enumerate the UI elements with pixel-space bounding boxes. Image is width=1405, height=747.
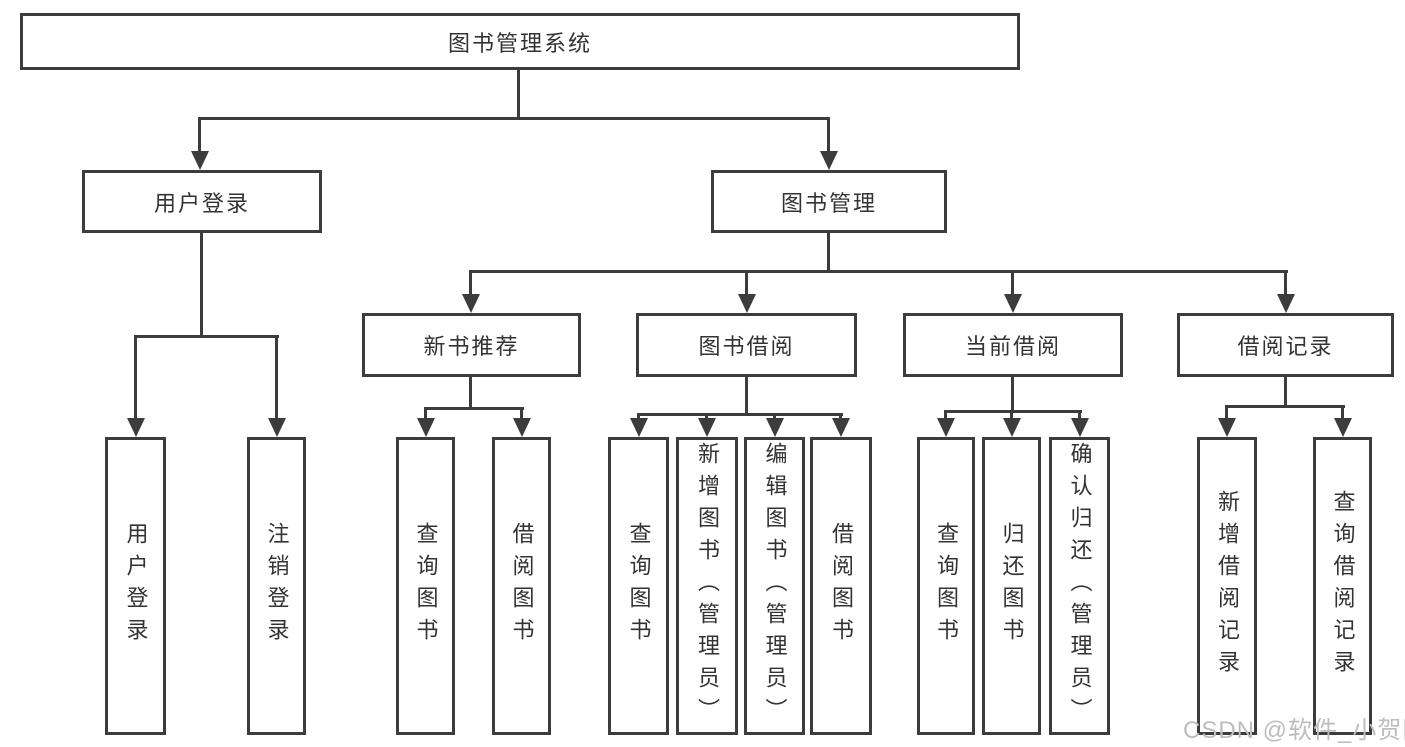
node-label: 确认归还（管理员） <box>1067 442 1093 730</box>
edge-to-bb-add <box>705 413 708 418</box>
edge-to-cb-confirm <box>1078 410 1081 418</box>
edge-to-br-query <box>1341 405 1344 418</box>
node-leaf-rec-query-books: 查询图书 <box>396 437 455 735</box>
edge-root-to-book-mgmt <box>827 117 830 151</box>
edge-to-cb-query <box>944 410 947 418</box>
node-label: 新增借阅记录 <box>1215 490 1240 682</box>
node-label: 查询图书 <box>413 522 439 650</box>
node-leaf-rec-borrow-books: 借阅图书 <box>492 437 551 735</box>
watermark: CSDN @软件_小贺同学 <box>1183 717 1405 744</box>
edge-book-mgmt-rail <box>469 270 1288 273</box>
node-label: 注销登录 <box>264 522 290 650</box>
edge-book-borrow-rail <box>637 413 843 416</box>
edge-to-logout <box>275 335 278 418</box>
arrow-down-icon <box>1218 418 1236 437</box>
edge-book-borrow-stem <box>745 377 748 415</box>
edge-to-book-borrow <box>745 270 748 294</box>
node-label: 编辑图书（管理员） <box>762 442 788 730</box>
node-leaf-logout: 注销登录 <box>247 437 306 735</box>
arrow-down-icon <box>513 418 531 437</box>
arrow-down-icon <box>1277 294 1295 313</box>
arrow-down-icon <box>1003 418 1021 437</box>
node-user-login: 用户登录 <box>82 170 322 233</box>
edge-borrow-records-stem <box>1284 377 1287 407</box>
node-label: 图书借阅 <box>698 334 795 359</box>
node-new-book-rec: 新书推荐 <box>362 313 581 377</box>
arrow-down-icon <box>738 294 756 313</box>
node-leaf-cb-query-books: 查询图书 <box>917 437 975 735</box>
edge-to-login <box>134 335 137 418</box>
edge-current-borrow-stem <box>1011 377 1014 412</box>
node-leaf-cb-return-books: 归还图书 <box>982 437 1041 735</box>
edge-new-book-rec-rail <box>424 407 524 410</box>
node-label: 图书管理 <box>780 190 877 216</box>
node-book-mgmt: 图书管理 <box>711 170 947 233</box>
node-leaf-bb-edit-books: 编辑图书（管理员） <box>744 437 805 735</box>
edge-to-bb-borrow <box>839 413 842 418</box>
arrow-down-icon <box>1071 418 1089 437</box>
arrow-down-icon <box>832 418 850 437</box>
node-label: 借阅记录 <box>1237 334 1334 359</box>
edge-new-book-rec-stem <box>469 377 472 409</box>
edge-current-borrow-rail <box>944 410 1082 413</box>
arrow-down-icon <box>630 418 648 437</box>
node-current-borrow: 当前借阅 <box>903 313 1123 377</box>
node-label: 借阅图书 <box>509 522 535 650</box>
edge-root-rail <box>198 117 830 120</box>
edge-to-br-add <box>1225 405 1228 418</box>
arrow-down-icon <box>698 418 716 437</box>
node-borrow-records: 借阅记录 <box>1177 313 1394 377</box>
edge-to-rec-query <box>424 407 427 418</box>
edge-to-new-book-rec <box>469 270 472 294</box>
node-label: 图书管理系统 <box>447 30 592 56</box>
node-label: 用户登录 <box>123 522 149 650</box>
node-label: 查询图书 <box>934 522 959 650</box>
node-leaf-cb-confirm-return: 确认归还（管理员） <box>1049 437 1110 735</box>
edge-to-borrow-records <box>1284 270 1287 294</box>
node-leaf-bb-add-books: 新增图书（管理员） <box>676 437 738 735</box>
arrow-down-icon <box>191 151 209 170</box>
node-root-system: 图书管理系统 <box>20 13 1020 70</box>
node-label: 新增图书（管理员） <box>695 442 720 730</box>
node-leaf-bb-query-books: 查询图书 <box>608 437 669 735</box>
node-label: 新书推荐 <box>423 334 520 359</box>
arrow-down-icon <box>268 418 286 437</box>
node-leaf-login: 用户登录 <box>105 437 166 735</box>
edge-user-login-stem <box>200 233 203 337</box>
node-label: 查询借阅记录 <box>1330 490 1356 682</box>
node-leaf-br-add-record: 新增借阅记录 <box>1197 437 1257 735</box>
node-leaf-bb-borrow-books: 借阅图书 <box>810 437 872 735</box>
edge-to-current-borrow <box>1011 270 1014 294</box>
arrow-down-icon <box>1004 294 1022 313</box>
edge-to-cb-return <box>1010 410 1013 418</box>
edge-book-mgmt-stem <box>827 233 830 272</box>
arrow-down-icon <box>820 151 838 170</box>
node-label: 归还图书 <box>999 522 1025 650</box>
arrow-down-icon <box>462 294 480 313</box>
edge-to-bb-edit <box>773 413 776 418</box>
edge-user-login-rail <box>134 335 279 338</box>
arrow-down-icon <box>766 418 784 437</box>
node-label: 查询图书 <box>626 522 652 650</box>
arrow-down-icon <box>127 418 145 437</box>
edge-borrow-records-rail <box>1225 405 1345 408</box>
node-leaf-br-query-record: 查询借阅记录 <box>1313 437 1372 735</box>
edge-root-stem <box>517 70 520 118</box>
node-label: 当前借阅 <box>964 334 1061 359</box>
edge-to-rec-borrow <box>520 407 523 418</box>
edge-to-bb-query <box>637 413 640 418</box>
node-label: 用户登录 <box>153 190 250 216</box>
arrow-down-icon <box>417 418 435 437</box>
edge-root-to-user-login <box>198 117 201 151</box>
node-label: 借阅图书 <box>829 522 854 650</box>
node-book-borrow: 图书借阅 <box>636 313 857 377</box>
arrow-down-icon <box>937 418 955 437</box>
arrow-down-icon <box>1334 418 1352 437</box>
